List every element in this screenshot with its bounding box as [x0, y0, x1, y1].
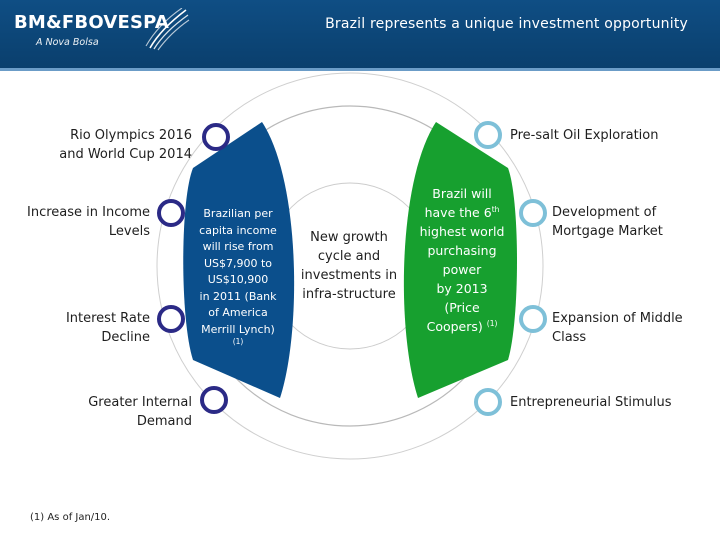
logo: BM&FBOVESPA A Nova Bolsa: [14, 12, 169, 48]
label-line: Development of: [552, 205, 657, 220]
right-node-3: [519, 305, 547, 333]
center-line: cycle and: [317, 249, 381, 264]
right-node-4: [474, 388, 502, 416]
label-line: Increase in Income: [27, 205, 150, 220]
label-line: Entrepreneurial Stimulus: [510, 395, 672, 410]
green-panel-line-text: Coopers): [426, 319, 483, 334]
left-node-4: [200, 386, 228, 414]
blue-panel: [183, 122, 295, 398]
logo-name: BM&FBOVESPA: [14, 12, 170, 33]
green-panel-line: have the 6th: [414, 203, 510, 222]
blue-panel-line: Brazilian per: [203, 207, 273, 220]
label-line: Pre-salt Oil Exploration: [510, 128, 659, 143]
label-income-levels: Increase in Income Levels: [27, 203, 150, 241]
center-line: investments in: [300, 268, 398, 283]
green-panel-line: (Price: [444, 300, 480, 315]
footnote: (1) As of Jan/10.: [30, 512, 111, 523]
label-pre-salt-oil: Pre-salt Oil Exploration: [510, 126, 658, 145]
green-panel-line: by 2013: [436, 281, 488, 296]
green-panel: [403, 122, 517, 398]
green-panel-line: purchasing: [427, 243, 497, 258]
blue-panel-line: US$10,900: [207, 273, 269, 286]
left-node-3: [157, 305, 185, 333]
blue-panel-line: Merrill Lynch): [201, 322, 275, 336]
blue-panel-line: capita income: [199, 223, 277, 237]
label-middle-class: Expansion of Middle Class: [552, 309, 683, 347]
green-panel-line-text: have the 6: [424, 205, 492, 220]
label-line: and World Cup 2014: [59, 147, 192, 162]
label-line: Mortgage Market: [552, 224, 663, 239]
green-panel-line: power: [442, 262, 482, 277]
blue-panel-line: in 2011 (Bank: [199, 289, 277, 303]
outermost-ring: [156, 72, 544, 460]
blue-panel-line: US$7,900 to: [203, 256, 273, 270]
blue-panel-line: will rise from: [202, 240, 274, 253]
label-line: Class: [552, 330, 587, 345]
logo-tagline: A Nova Bolsa: [36, 37, 99, 48]
label-line: Expansion of Middle: [552, 311, 683, 326]
center-line: infra-structure: [302, 287, 396, 302]
green-panel-footnote-marker: (1): [486, 318, 498, 328]
label-interest-rate: Interest Rate Decline: [66, 309, 150, 347]
green-panel-superscript: th: [491, 204, 500, 214]
left-node-2: [157, 199, 185, 227]
label-line: Decline: [101, 330, 150, 345]
center-line: New growth: [310, 230, 388, 245]
green-panel-line: Brazil will: [432, 186, 492, 201]
label-line: Levels: [108, 224, 150, 239]
label-line: Demand: [136, 414, 192, 429]
blue-panel-footnote-marker: (1): [232, 337, 244, 346]
label-mortgage-market: Development of Mortgage Market: [552, 203, 663, 241]
green-panel-text: Brazil will have the 6th highest world p…: [414, 184, 510, 336]
green-panel-line: Coopers) (1): [414, 317, 510, 336]
blue-panel-line: of America: [208, 306, 268, 319]
header-bar: BM&FBOVESPA A Nova Bolsa Brazil represen…: [0, 0, 720, 71]
green-panel-line: highest world: [419, 224, 505, 239]
left-node-1: [202, 123, 230, 151]
label-rio-olympics: Rio Olympics 2016 and World Cup 2014: [59, 126, 192, 164]
right-node-2: [519, 199, 547, 227]
label-line: Interest Rate: [65, 311, 150, 326]
label-internal-demand: Greater Internal Demand: [88, 393, 192, 431]
label-entrepreneurial: Entrepreneurial Stimulus: [510, 393, 672, 412]
label-line: Greater Internal: [88, 395, 192, 410]
label-line: Rio Olympics 2016: [70, 128, 192, 143]
right-node-1: [474, 121, 502, 149]
center-growth-text: New growth cycle and investments in infr…: [290, 228, 408, 304]
blue-panel-text: Brazilian per capita income will rise fr…: [190, 206, 286, 346]
page-title: Brazil represents a unique investment op…: [325, 16, 688, 32]
logo-swoosh-icon: [145, 8, 190, 51]
